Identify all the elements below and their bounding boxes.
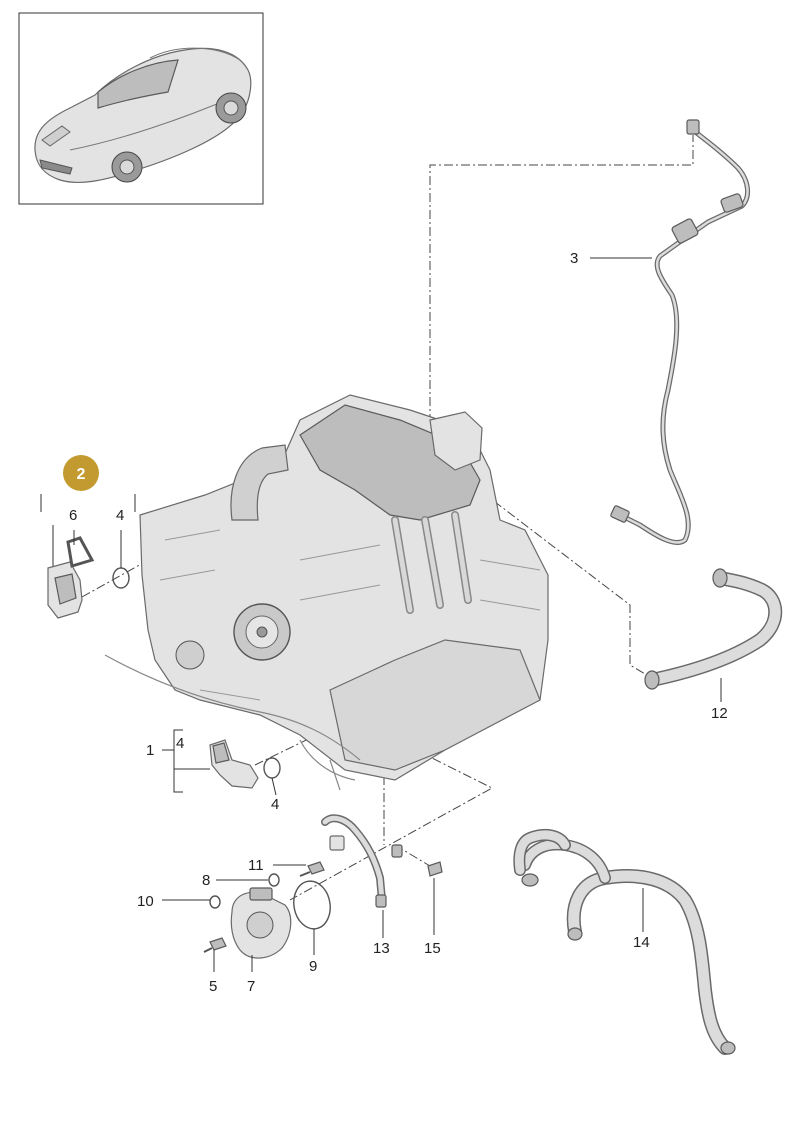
part-15-bolt — [427, 861, 443, 877]
part-7-vacuum-pump — [230, 887, 292, 959]
part-11-bolt — [299, 861, 325, 877]
engine-pulley-center — [256, 626, 268, 638]
callout-7: 7 — [247, 978, 255, 995]
car-roofline — [149, 47, 241, 61]
callout-4-top: 4 — [116, 507, 124, 524]
dash-line-to-hose-12 — [439, 459, 656, 681]
engine-detail-lines — [159, 529, 541, 701]
callout-15: 15 — [424, 940, 441, 957]
callout-6: 6 — [69, 507, 77, 524]
part-7-pump-face — [246, 911, 274, 939]
hose-14 — [513, 828, 736, 1055]
engine-intake-pipe — [230, 444, 289, 521]
callout-5: 5 — [209, 978, 217, 995]
hose-14-end-c — [521, 873, 539, 887]
hose-12-end-right — [712, 568, 728, 588]
hose-3-end-bottom — [610, 505, 630, 523]
car-windshield — [97, 59, 179, 109]
part-13-end — [375, 894, 387, 908]
car-headlight — [41, 125, 71, 147]
part-6-gasket — [66, 536, 95, 568]
callout-13: 13 — [373, 940, 390, 957]
callout-14: 14 — [633, 934, 650, 951]
vehicle-thumbnail — [18, 12, 264, 205]
callout-10: 10 — [137, 893, 154, 910]
engine-intake-runners — [299, 404, 481, 521]
dash-line-to-hose-3 — [429, 135, 694, 440]
callout-4-bottom: 4 — [271, 796, 279, 813]
callout-9: 9 — [309, 958, 317, 975]
part-4-bottom-oring — [263, 757, 281, 779]
engine-manifold-tubes-inner — [392, 512, 471, 613]
part-13-flange — [329, 835, 345, 851]
engine-cylinder-head — [329, 639, 541, 771]
hose-14-end-b — [720, 1041, 736, 1055]
part-13-bracket — [391, 844, 403, 858]
hose-12 — [644, 568, 783, 690]
part-6-housing — [47, 536, 95, 619]
hose-3-valve — [671, 218, 699, 244]
hose-12-end-left — [644, 670, 660, 690]
part-9-seal — [293, 880, 331, 930]
callout-11: 11 — [248, 857, 264, 874]
callout-labels: 3 6 4 12 1 4 4 11 8 10 5 7 9 13 15 14 — [69, 250, 728, 995]
engine-wiring — [104, 654, 361, 791]
callout-4-bracket: 4 — [176, 735, 184, 752]
part-7-pump-neck — [249, 887, 273, 901]
engine-assembly — [104, 394, 549, 791]
callout-12: 12 — [711, 705, 728, 722]
hose-3-end-top — [686, 119, 700, 135]
car-rear-hub — [223, 100, 239, 116]
part-5-bolt — [203, 937, 227, 953]
part-1-sensor — [209, 739, 259, 789]
callout-3: 3 — [570, 250, 578, 267]
car-side-line — [69, 95, 237, 151]
hose-3-connector — [720, 193, 744, 213]
part-number-badge[interactable]: 2 — [63, 455, 99, 491]
badge-label: 2 — [77, 466, 86, 483]
car-front-hub — [119, 159, 135, 175]
part-10-oring — [209, 895, 221, 909]
hose-14-end-a — [567, 927, 583, 941]
hose-3 — [610, 119, 750, 545]
part-8-oring — [268, 873, 280, 887]
leader-lines — [40, 257, 722, 972]
car-front-grille — [39, 159, 73, 175]
callout-8: 8 — [202, 872, 210, 889]
engine-aux-pulley — [175, 640, 205, 670]
engine-throttle-body — [429, 411, 483, 471]
callout-1: 1 — [146, 742, 154, 759]
part-13-pipe — [321, 814, 403, 908]
